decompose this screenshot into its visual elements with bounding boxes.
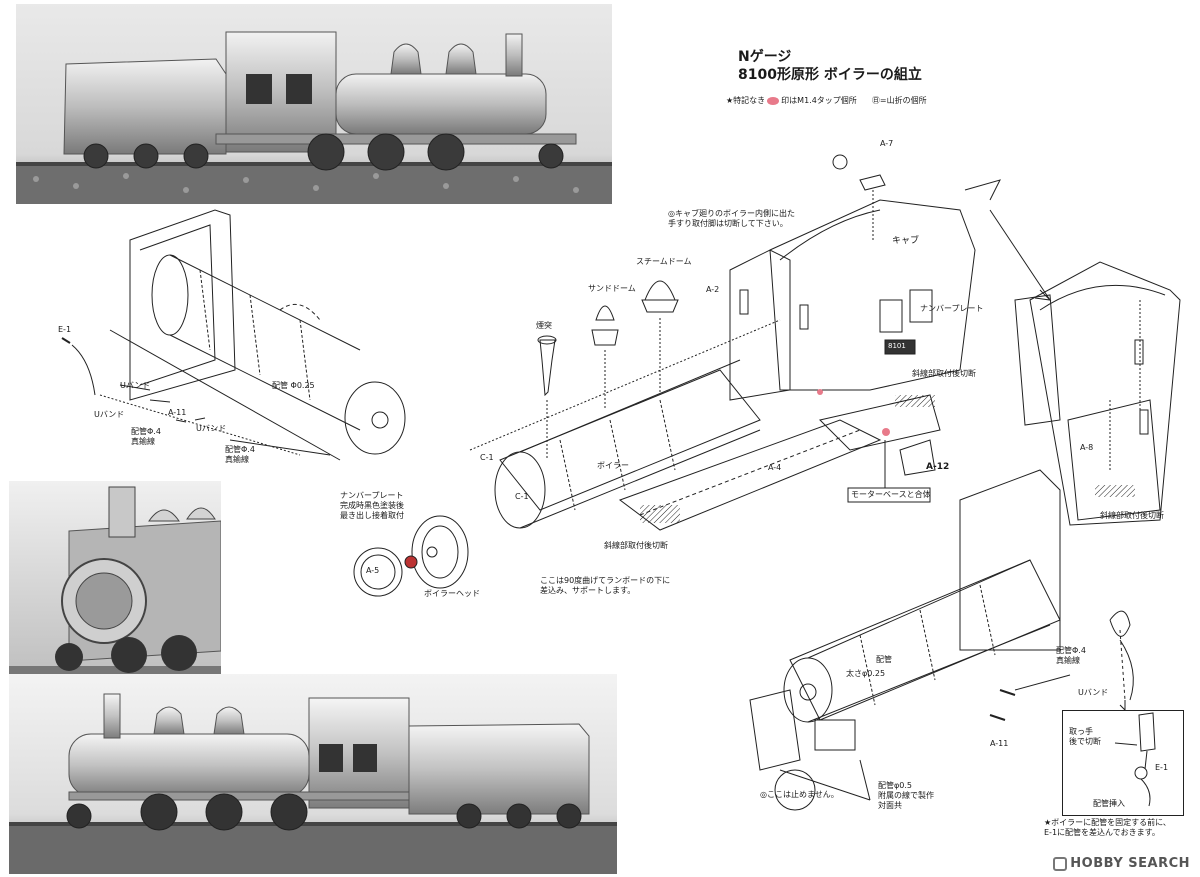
inset-pipe-label: 配管挿入 — [1093, 799, 1125, 808]
label-pipe04-left-a: 配管Φ.4 真鍮線 — [131, 427, 161, 446]
label-a12: A-12 — [926, 462, 950, 472]
label-c1-upper: C-1 — [480, 453, 494, 462]
label-uband-1: Uバンド — [120, 381, 151, 390]
legend-prefix: ★特記なき — [726, 96, 766, 105]
inset-e1-label: E-1 — [1155, 763, 1169, 772]
label-a4: A-4 — [768, 463, 782, 472]
label-boiler-head: ボイラーヘッド — [424, 589, 480, 598]
label-pipe025-left: 配管 Φ0.25 — [272, 381, 315, 390]
label-pipe05: 配管φ0.5 附属の線で製作 対面共 — [878, 781, 934, 810]
label-uband-2: Uバンド — [94, 410, 125, 419]
label-hatched-cut-right: 斜線部取付後切断 — [1100, 511, 1164, 520]
legend-bend: ㊐=山折の個所 — [871, 96, 927, 105]
label-a11-right: A-11 — [990, 739, 1009, 748]
photo-top-side-view — [16, 4, 612, 204]
label-number-plate-left: ナンバープレート 完成時黒色塗装後 最き出し接着取付 — [340, 491, 404, 520]
label-uband-right: Uバンド — [1078, 688, 1109, 697]
label-hatched-cut-top: 斜線部取付後切断 — [912, 369, 976, 378]
legend-suffix: 印はM1.4タップ個所 — [781, 96, 857, 105]
label-a8: A-8 — [1080, 443, 1094, 452]
inset-detail-box: 取っ手 後で切断 E-1 配管挿入 — [1062, 710, 1184, 816]
label-cab: キャブ — [892, 236, 920, 246]
footer-note: ★ボイラーに配管を固定する前に、 E-1に配管を差込んでおきます。 — [1044, 818, 1171, 837]
inset-handle-label: 取っ手 後で切断 — [1069, 727, 1101, 746]
photo-bottom-side-view — [9, 674, 617, 874]
label-pipe04-left-b: 配管Φ.4 真鍮線 — [225, 445, 255, 464]
right-boiler-drawing — [749, 469, 1134, 811]
left-boiler-drawing — [61, 209, 406, 461]
hobby-search-watermark: HOBBY SEARCH — [1053, 856, 1190, 871]
label-a7: A-7 — [880, 139, 894, 148]
title-line2: 8100形原形 ボイラーの組立 — [738, 67, 922, 83]
label-c1-lower: C-1 — [515, 492, 529, 501]
label-pipe04-right: 配管Φ.4 真鍮線 — [1056, 646, 1086, 665]
label-smokestack: 煙突 — [536, 321, 552, 330]
label-a2: A-2 — [706, 285, 720, 294]
label-e1-left: E-1 — [58, 325, 72, 334]
label-no-stop: ◎ここは止めません。 — [760, 790, 839, 799]
label-boiler: ボイラー — [597, 461, 629, 470]
tap-marker-icon — [767, 96, 780, 105]
label-steam-dome: スチームドーム — [636, 257, 692, 266]
label-cab-plate-number: 8101 — [888, 342, 906, 350]
label-a5: A-5 — [366, 566, 380, 575]
label-a11-left: A-11 — [168, 408, 187, 417]
label-hatched-cut-mid: 斜線部取付後切断 — [604, 541, 668, 550]
hobby-search-logo-icon — [1053, 856, 1068, 871]
label-pipe-right-size: 太さφ0.25 — [846, 669, 886, 678]
label-number-plate-cab: ナンバープレート — [920, 304, 984, 313]
label-bend-note: ここは90度曲げてランボードの下に 差込み、サポートします。 — [540, 576, 671, 595]
label-motor-base: モーターベースと合体 — [851, 490, 931, 499]
label-sand-dome: サンドドーム — [588, 284, 636, 293]
title-line1: Nゲージ — [738, 49, 792, 65]
label-cab-note: ◎キャブ廻りのボイラー内側に出た 手すり取付脚は切断して下さい。 — [668, 209, 795, 228]
right-cab-drawing — [1014, 261, 1181, 526]
watermark-text: HOBBY SEARCH — [1070, 856, 1190, 871]
central-boiler-drawing — [353, 154, 1052, 597]
label-pipe-right: 配管 — [876, 655, 892, 664]
label-uband-3: Uバンド — [196, 424, 227, 433]
legend: ★特記なき 印はM1.4タップ個所 ㊐=山折の個所 — [726, 96, 927, 106]
